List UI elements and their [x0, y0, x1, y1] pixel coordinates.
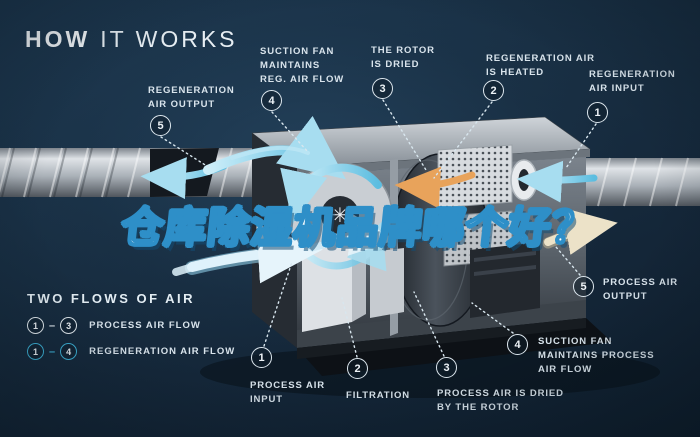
- fan-swirl-arrow: [280, 163, 382, 224]
- badge-regen-air-output: 5: [150, 115, 171, 136]
- heater-arrow: [394, 166, 476, 209]
- badge-filtration: 2: [347, 358, 368, 379]
- left-duct: [0, 147, 258, 200]
- airflow-arrows: [172, 115, 618, 284]
- label-rotor-is-dried: THE ROTOR IS DRIED: [371, 45, 435, 70]
- badge-process-air-output: 5: [573, 276, 594, 297]
- label-suction-fan-reg: SUCTION FAN MAINTAINS REG. AIR FLOW: [260, 46, 345, 85]
- legend-label-process: PROCESS AIR FLOW: [89, 320, 201, 331]
- badge-regen-air-input: 1: [587, 102, 608, 123]
- label-regen-air-input: REGENERATION AIR INPUT: [589, 69, 676, 94]
- legend-circle-process-to: 3: [60, 317, 78, 334]
- legend-dash: –: [49, 345, 56, 358]
- badge-suction-fan-reg: 4: [261, 90, 282, 111]
- badge-suction-fan-process: 4: [507, 334, 528, 355]
- label-process-air-output: PROCESS AIR OUTPUT: [603, 277, 679, 302]
- page-title: HOW IT WORKS: [25, 26, 238, 53]
- page-title-bold: HOW: [25, 26, 91, 52]
- label-regen-air-heated: REGENERATION AIR IS HEATED: [486, 53, 595, 78]
- leader-lines: [160, 99, 597, 358]
- fan-icon: ✳: [332, 205, 349, 227]
- legend-label-regeneration: REGENERATION AIR FLOW: [89, 346, 236, 357]
- legend-circle-process-from: 1: [27, 317, 44, 334]
- label-process-air-dried: PROCESS AIR IS DRIED BY THE ROTOR: [437, 388, 564, 413]
- page-title-light: IT WORKS: [100, 26, 238, 52]
- label-filtration: FILTRATION: [346, 390, 411, 401]
- process-output-arrow: [544, 207, 618, 255]
- regen-input-arrow: [516, 160, 598, 203]
- badge-regen-air-heated: 2: [483, 80, 504, 101]
- legend-title: TWO FLOWS OF AIR: [27, 291, 196, 306]
- legend-two-flows: TWO FLOWS OF AIR 1 – 3 PROCESS AIR FLOW …: [27, 291, 235, 360]
- legend-circle-regen-from: 1: [27, 343, 44, 360]
- legend-circle-regen-to: 4: [60, 343, 78, 360]
- badge-process-air-input: 1: [251, 347, 272, 368]
- label-regen-air-output: REGENERATION AIR OUTPUT: [148, 85, 235, 110]
- process-input-arrow: [187, 223, 323, 284]
- legend-row-regeneration: 1 – 4 REGENERATION AIR FLOW: [27, 343, 235, 360]
- legend-row-process: 1 – 3 PROCESS AIR FLOW: [27, 317, 235, 334]
- regen-flow-arrow: [203, 115, 346, 180]
- headline-overlay: 仓库除湿机品牌哪个好？: [118, 203, 598, 252]
- label-process-air-input: PROCESS AIR INPUT: [250, 380, 326, 405]
- badge-rotor-is-dried: 3: [372, 78, 393, 99]
- label-suction-fan-process: SUCTION FAN MAINTAINS PROCESS AIR FLOW: [538, 336, 655, 375]
- badge-process-air-dried: 3: [436, 357, 457, 378]
- legend-dash: –: [49, 319, 56, 332]
